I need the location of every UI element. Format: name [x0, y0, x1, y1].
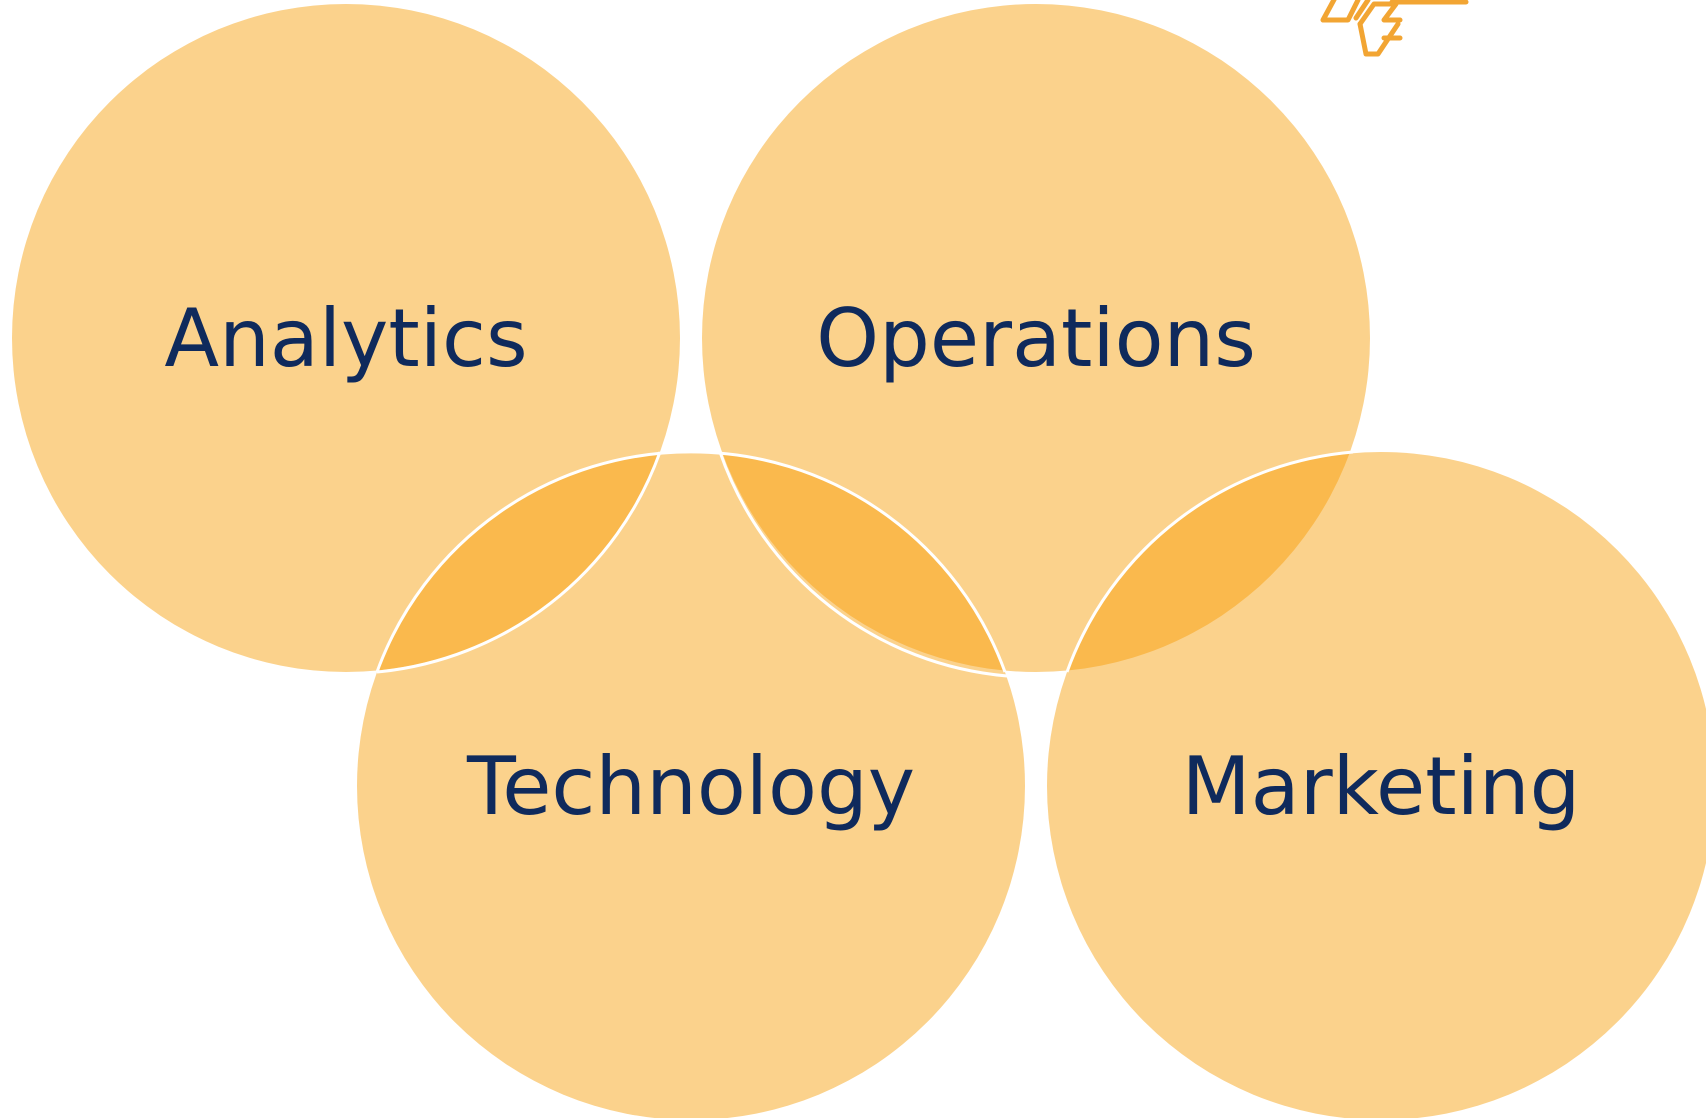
- outline-technology-right-inner: [718, 451, 1008, 678]
- label-technology: Technology: [466, 740, 915, 833]
- label-operations: Operations: [816, 292, 1256, 385]
- brand-logo-icon: [1320, 0, 1469, 57]
- overlap-analytics-technology: [357, 452, 680, 672]
- overlap-operations-marketing: [1047, 452, 1370, 672]
- label-analytics: Analytics: [164, 292, 527, 385]
- outline-technology-top: [375, 450, 1007, 673]
- outline-analytics-bottom: [376, 451, 662, 674]
- outline-marketing-top: [1065, 450, 1354, 673]
- label-marketing: Marketing: [1182, 740, 1581, 833]
- overlap-operations-technology: [702, 452, 1025, 672]
